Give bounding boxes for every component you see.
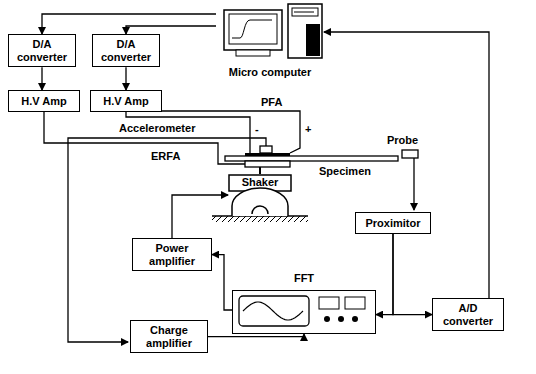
box-label: Proximitor: [365, 217, 420, 230]
analyzer-front: [233, 291, 373, 331]
part-label: +: [304, 123, 312, 136]
box-label: H.V Amp: [103, 95, 148, 108]
part-label: Specimen: [318, 165, 372, 178]
process-box: H.V Amp: [8, 90, 80, 112]
part-label: -: [254, 123, 260, 136]
signal-connector: [212, 255, 232, 310]
process-box: D/A converter: [92, 34, 160, 67]
signal-connector: [172, 195, 228, 238]
signal-connector: [41, 67, 42, 90]
process-box: H.V Amp: [90, 90, 162, 112]
probe-wire: [413, 158, 414, 210]
box-label: A/D converter: [437, 302, 499, 327]
part-label: Probe: [386, 134, 419, 147]
signal-connector: [393, 234, 432, 315]
process-box: Power amplifier: [132, 238, 212, 271]
specimen-beam: [225, 156, 398, 161]
process-box: D/A converter: [8, 34, 76, 67]
box-label: D/A converter: [97, 38, 155, 63]
process-box: A/D converter: [432, 298, 504, 331]
computer-label: Micro computer: [216, 66, 324, 78]
box-label: Power amplifier: [137, 242, 207, 267]
computer-drawing: [216, 2, 324, 60]
erfa-actuator: [245, 161, 290, 167]
signal-connector: [126, 26, 216, 34]
process-box: Proximitor: [355, 212, 431, 234]
analyzer-label: FFT: [232, 272, 376, 284]
part-label: ERFA: [150, 150, 181, 163]
process-box: Charge amplifier: [130, 320, 208, 353]
ground-hatch: [212, 216, 308, 222]
signal-connector: [42, 14, 216, 34]
box-label: Charge amplifier: [135, 324, 203, 349]
accelerometer-body: [260, 146, 272, 153]
fft-analyzer: FFT: [232, 272, 376, 334]
part-label: Accelerometer: [118, 122, 196, 135]
computer-icon: Micro computer: [216, 2, 324, 78]
box-label: H.V Amp: [21, 95, 66, 108]
signal-connector: [376, 234, 393, 315]
box-label: D/A converter: [13, 38, 71, 63]
shaker-body: Shaker: [228, 174, 292, 216]
shaker-label: Shaker: [228, 174, 292, 188]
probe-body: [402, 150, 418, 158]
signal-connector: [125, 67, 126, 90]
analyzer-case: [232, 290, 376, 334]
shaker-rod: [259, 167, 261, 174]
signal-connector: [208, 334, 304, 337]
part-label: PFA: [260, 96, 283, 109]
